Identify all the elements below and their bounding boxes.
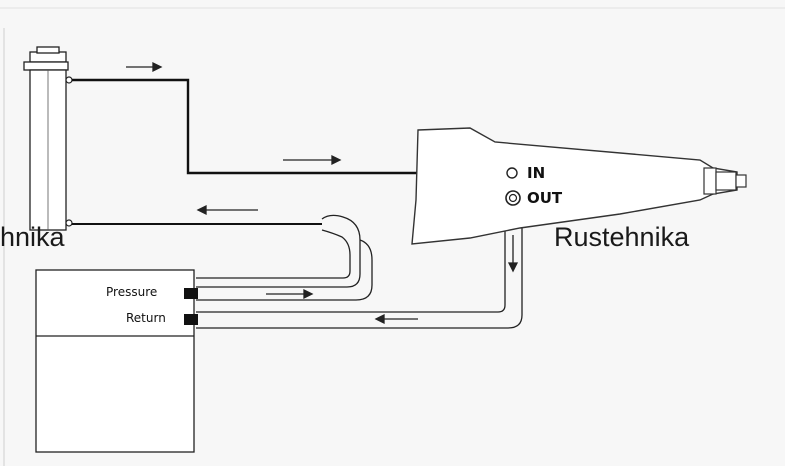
output-shaft-tip: [735, 174, 747, 188]
watermark-right: Rustehnika: [554, 222, 690, 252]
return-hose-outer: [196, 200, 523, 329]
arrow-back-head: [196, 204, 207, 216]
pump-box: [35, 269, 195, 453]
arrow-pressure-head: [303, 288, 314, 300]
port-in-fitting: [506, 167, 518, 179]
pressure-label: Pressure: [106, 285, 158, 299]
output-shaft: [715, 171, 737, 191]
port-out-label: OUT: [527, 189, 563, 207]
pressure-hose-sheath: [196, 239, 373, 301]
pressure-hose-outer: [196, 214, 361, 288]
return-port-fitting: [184, 314, 198, 325]
return-hose: [196, 200, 523, 329]
arrow-top-head: [152, 61, 163, 73]
output-shaft-collar: [703, 167, 717, 195]
arrow-return-head: [374, 313, 385, 325]
cylinder-collar: [23, 61, 69, 71]
arrow-down-head: [507, 262, 519, 273]
pressure-hose: [196, 214, 373, 301]
cylinder-unit: [23, 46, 73, 231]
cylinder-top-fitting: [65, 76, 73, 84]
cylinder-bottom-fitting: [65, 219, 73, 227]
transmission-housing: [411, 127, 747, 245]
port-out-bore: [508, 193, 518, 203]
supply-line: [72, 78, 505, 175]
pressure-hose-inner: [196, 229, 351, 279]
pressure-port-fitting: [184, 288, 198, 299]
return-hose-inner: [196, 200, 506, 313]
pump-unit: [35, 269, 198, 453]
watermark-left: hnika: [0, 222, 65, 252]
port-in-label: IN: [527, 164, 546, 182]
cylinder-knob: [36, 46, 60, 54]
arrow-mid-head: [331, 154, 342, 166]
return-label: Return: [126, 311, 166, 325]
